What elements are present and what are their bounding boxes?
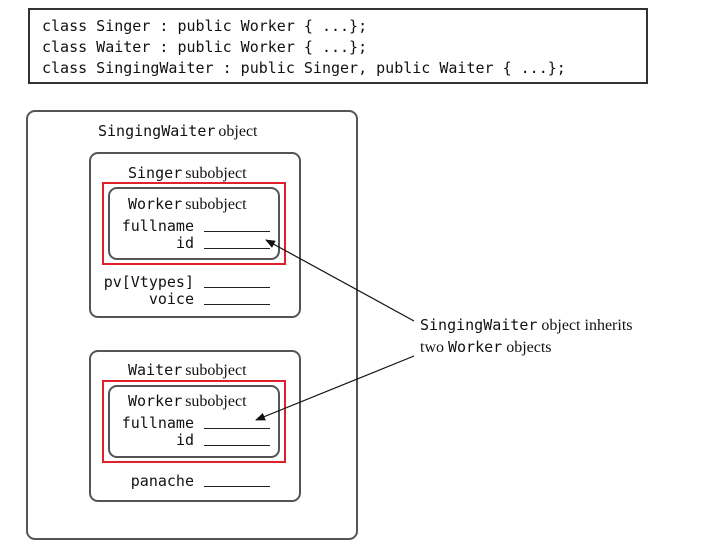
- waiter-subobject-box: [89, 350, 301, 502]
- annotation-class-worker: Worker: [448, 338, 503, 356]
- annotation-line-2: two Worker objects: [420, 338, 552, 357]
- waiter-worker-field-fullname: fullname: [121, 414, 194, 432]
- singer-subobject-suffix: subobject: [185, 165, 247, 182]
- singer-worker-subobject-title: Worker subobject: [128, 195, 247, 214]
- waiter-worker-subobject-suffix: subobject: [185, 393, 247, 410]
- code-line-singingwaiter: class SingingWaiter : public Singer, pub…: [42, 59, 566, 77]
- waiter-worker-subobject-title: Worker subobject: [128, 392, 247, 411]
- singingwaiter-object-box: [26, 110, 358, 540]
- singer-field-pv-vtypes: pv[Vtypes]: [103, 273, 194, 291]
- waiter-worker-class-name: Worker: [128, 392, 183, 410]
- waiter-class-name: Waiter: [128, 361, 183, 379]
- singer-field-voice-blank: [204, 304, 270, 305]
- singingwaiter-object-suffix: object: [218, 123, 258, 140]
- singingwaiter-class-name: SingingWaiter: [98, 122, 216, 140]
- annotation-prefix-2: two: [420, 339, 448, 356]
- singer-subobject-title: Singer subobject: [128, 164, 247, 183]
- singer-subobject-box: [89, 152, 301, 318]
- singer-worker-subobject-suffix: subobject: [185, 196, 247, 213]
- singer-worker-subobject-box: [108, 187, 280, 260]
- waiter-worker-field-id: id: [175, 431, 194, 449]
- code-line-singer: class Singer : public Worker { ...};: [42, 17, 368, 35]
- waiter-field-panache-blank: [204, 486, 270, 487]
- singer-worker-field-fullname-blank: [204, 231, 270, 232]
- annotation-text-1: object inherits: [537, 317, 633, 334]
- waiter-subobject-suffix: subobject: [185, 362, 247, 379]
- singingwaiter-object-title: SingingWaiter object: [98, 122, 258, 141]
- singer-worker-class-name: Worker: [128, 195, 183, 213]
- singer-worker-field-id-blank: [204, 248, 270, 249]
- arrow-to-waiter-worker: [255, 355, 415, 421]
- singer-worker-field-id: id: [175, 234, 194, 252]
- waiter-field-panache: panache: [130, 472, 194, 490]
- annotation-class-singingwaiter: SingingWaiter: [420, 316, 538, 334]
- waiter-worker-highlight: [102, 380, 286, 463]
- annotation-text-2: objects: [502, 339, 552, 356]
- waiter-worker-field-fullname-blank: [204, 428, 270, 429]
- singer-field-voice: voice: [148, 290, 194, 308]
- arrow-to-singer-worker: [265, 239, 415, 322]
- code-line-waiter: class Waiter : public Worker { ...};: [42, 38, 368, 56]
- waiter-subobject-title: Waiter subobject: [128, 361, 247, 380]
- singer-worker-highlight: [102, 182, 286, 265]
- code-listing: class Singer : public Worker { ...}; cla…: [28, 8, 648, 84]
- annotation-line-1: SingingWaiter object inherits: [420, 316, 633, 335]
- waiter-worker-field-id-blank: [204, 445, 270, 446]
- singer-worker-field-fullname: fullname: [121, 217, 194, 235]
- singer-field-pv-vtypes-blank: [204, 287, 270, 288]
- waiter-worker-subobject-box: [108, 385, 280, 458]
- singer-class-name: Singer: [128, 164, 183, 182]
